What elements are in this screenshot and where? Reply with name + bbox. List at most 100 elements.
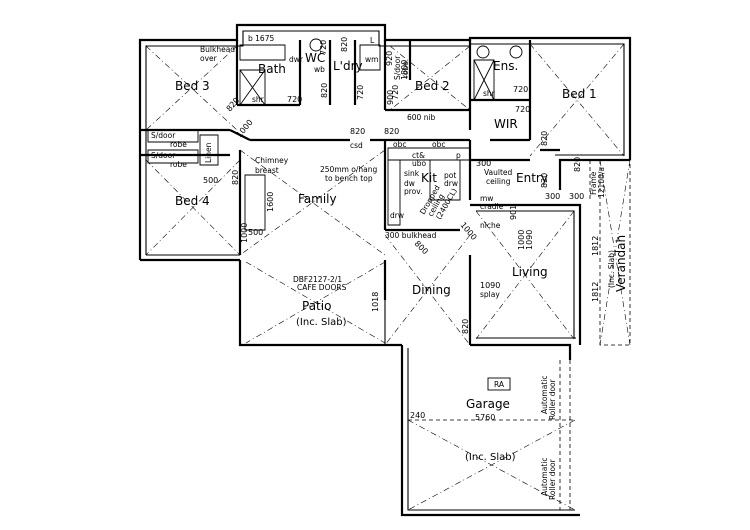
dim-500-a: 500 [203,176,218,185]
label-ens: Ens. [493,59,518,73]
note-robe-bed2-a: S/door [393,55,402,80]
bath-shower-cross [239,69,266,106]
label-garage-sub: (Inc. Slab) [465,452,516,463]
diag-family [239,149,386,256]
wall-hall-angle [229,129,251,141]
label-kit: Kit [421,171,437,185]
dim-820-j: 820 [540,173,549,188]
dim-920: 920 [385,51,394,66]
wc-toilet [309,38,323,52]
diag-bed4 [145,159,241,256]
label-garage: Garage [466,397,510,411]
note-drw2: drw [444,179,458,188]
note-mw-cradle-2: cradle [480,202,504,211]
garage-ra [487,377,511,391]
note-wb: wb [314,65,325,74]
label-verandah: Verandah [614,235,628,292]
note-robe-bed3-a: S/door [151,131,176,140]
linen-cupboard [199,134,219,166]
dim-901: 901 [509,205,518,220]
dim-240: 240 [410,411,425,420]
label-wir: WIR [494,117,518,131]
room-diagonals [145,43,631,511]
label-patio-sub: (Inc. Slab) [296,317,347,328]
kitchen-island [429,159,461,201]
note-bench-1: 250mm o/hang [320,165,378,174]
dim-1000-a: 1000 [235,118,255,139]
note-prov: prov. [404,187,423,196]
wall-garage-top [470,343,572,360]
dim-5760: 5760 [475,413,495,422]
note-ra: RA [494,380,505,389]
dim-1812-a: 1812 [591,236,600,256]
wall-bed1-bottom [558,158,630,190]
label-wc: WC [305,51,325,65]
diag-bed2 [389,45,471,111]
dim-820-i: 820 [320,83,329,98]
dim-1000-d: 1000 [517,230,526,250]
note-dw: dw [404,179,415,188]
note-roller-2: Roller door [548,378,557,420]
note-obc-2: obc [432,140,445,149]
dim-500-b: 500 [248,228,263,237]
wall-garage-inner [407,348,575,511]
dim-820-a: 820 [340,37,349,52]
diag-bed3 [145,45,238,131]
dim-720-e: 720 [513,85,528,94]
note-vaulted-1: Vaulted [484,168,513,177]
note-cafe-1: DBF2127-2/1 [293,275,342,284]
note-chimney-1: Chimney [255,156,289,165]
kitchen-overhead [387,147,471,161]
note-roller-1: Automatic [540,376,549,414]
laundry-tub [359,44,381,71]
dim-720-d: 720 [391,85,400,100]
label-family: Family [298,192,337,206]
plan-notes: Bulkhead over b 1675 S/door robe S/door … [151,34,606,500]
note-bulkhead-300: 300 bulkhead [385,231,437,240]
wall-living [470,203,582,345]
dim-820-e: 820 [231,170,240,185]
dim-300-a: 300 [476,159,491,168]
dim-820-h: 820 [573,157,582,172]
diag-garage-lower [407,419,576,511]
ens-shower-cross [473,59,495,101]
ens-toilet [509,45,523,59]
note-frame-2: 12100/a [597,167,606,198]
label-dining: Dining [412,283,451,297]
plan-dimensions: 820 820 820 820 820 820 820 820 820 820 … [203,37,600,422]
note-lt: L [370,36,375,45]
note-bulkhead-1: Bulkhead [200,45,235,54]
internal-walls [140,40,560,255]
label-bed3: Bed 3 [175,79,210,93]
note-wm: wm [365,55,378,64]
label-entry: Entry [516,171,548,185]
kitchen-bench [387,159,401,226]
dim-820-b: 820 [350,127,365,136]
note-bulkhead-2: over [200,54,218,63]
ens-basin [476,45,490,59]
note-b1675: b 1675 [248,34,274,43]
note-drw: drw [390,211,404,220]
note-shr1: shr [252,95,265,104]
robe-bed3 [147,129,199,143]
label-linen: Linen [204,142,213,163]
note-robe-bed3-b: robe [170,140,187,149]
wall-bed3-outer [138,23,632,260]
room-labels: Bed 3 Bath WC L'dry Bed 2 Ens. Bed 1 WIR… [175,51,628,463]
label-bed2: Bed 2 [415,79,450,93]
diag-living [475,210,575,340]
dim-800: 800 [413,239,430,256]
note-robe-bed4-b: robe [170,160,187,169]
dim-820-c: 820 [384,127,399,136]
label-bed4: Bed 4 [175,194,210,208]
note-mw-cradle-1: mw [480,194,493,203]
note-csd: csd [350,141,363,150]
label-laundry: L'dry [333,59,363,73]
wall-patio [238,260,402,347]
dim-1812-b: 1812 [591,282,600,302]
dim-720-c: 720 [356,85,365,100]
dim-300-c: 300 [545,192,560,201]
dim-1090-b: 1090 [525,230,534,250]
note-splay: splay [480,290,500,299]
